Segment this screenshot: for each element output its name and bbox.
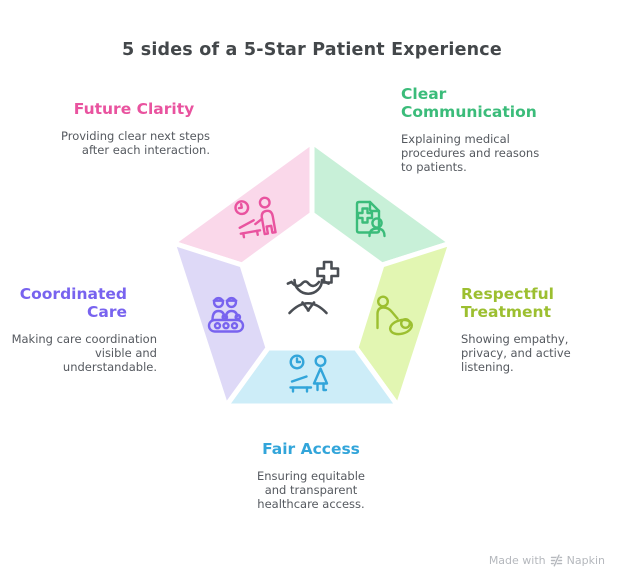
segment-future-clarity	[170, 139, 315, 268]
patient-with-medical-cross-icon	[286, 260, 340, 315]
medical-document-person-icon	[355, 200, 386, 238]
segment-label: Coordinated Care	[19, 285, 127, 321]
label-block-clear-communication: Clear Communication Explaining medical p…	[401, 85, 551, 175]
segment-description: Ensuring equitable and transparent healt…	[257, 468, 365, 512]
segment-description: Showing empathy, privacy, and active lis…	[461, 331, 571, 375]
segment-label: Future Clarity	[73, 100, 195, 118]
clock-and-reclining-patient-icon	[234, 196, 277, 239]
segment-description: Explaining medical procedures and reason…	[401, 131, 540, 175]
page-title: 5 sides of a 5-Star Patient Experience	[122, 40, 502, 60]
segment-label: Fair Access	[262, 440, 360, 458]
label-block-fair-access: Fair Access Ensuring equitable and trans…	[246, 440, 376, 512]
segment-label: Respectful Treatment	[461, 285, 554, 321]
care-team-coordination-icon	[207, 296, 245, 333]
segment-description: Making care coordination visible and und…	[11, 331, 157, 375]
watermark: Made with Napkin	[489, 554, 605, 567]
label-block-coordinated-care: Coordinated Care Making care coordinatio…	[10, 285, 157, 375]
napkin-logo-icon	[550, 554, 562, 567]
label-block-respectful-treatment: Respectful Treatment Showing empathy, pr…	[461, 285, 593, 375]
brand-text: Napkin	[566, 554, 605, 567]
made-with-text: Made with	[488, 554, 546, 567]
caring-for-patient-icon	[376, 295, 413, 336]
label-block-future-clarity: Future Clarity Providing clear next step…	[58, 100, 210, 158]
segment-label: Clear Communication	[401, 85, 537, 121]
segment-description: Providing clear next steps after each in…	[60, 128, 210, 158]
clock-and-reception-icon	[289, 354, 329, 393]
